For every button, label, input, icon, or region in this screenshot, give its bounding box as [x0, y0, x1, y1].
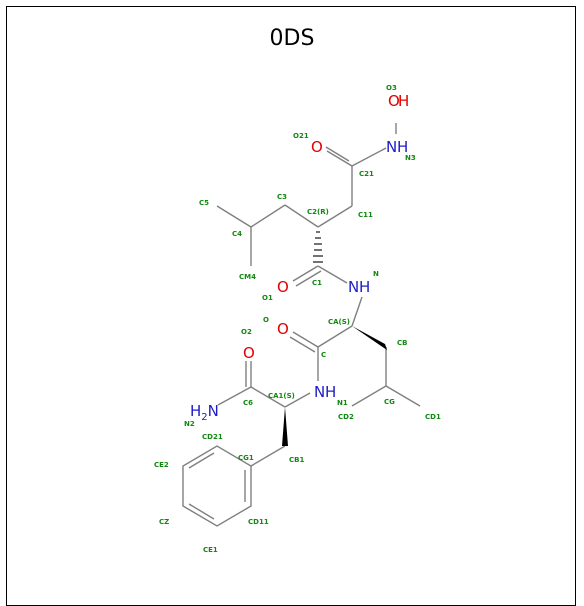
nh2-h: H	[190, 402, 201, 420]
label-n1: N1	[337, 399, 348, 407]
label-cas: CA(S)	[328, 318, 350, 326]
wedge-ca-cb	[352, 326, 387, 350]
label-n: N	[373, 270, 379, 278]
label-c: C	[321, 351, 326, 359]
bond-n-ca	[351, 296, 363, 327]
atom-o-top: O	[388, 92, 400, 110]
bond-cg-cd1	[385, 385, 421, 407]
bond-cg-cd2	[351, 385, 387, 407]
stereo-bonds	[282, 231, 387, 446]
atom-n-top: N	[386, 138, 397, 156]
atom-labels: O3 O21 N3 C21 C5 C3 C2(R) C11 C4 CM4 C1 …	[154, 84, 441, 554]
bond-c11-c2	[317, 205, 353, 228]
atom-h-mid: H	[359, 278, 370, 296]
nh2-subscript: 2	[201, 412, 207, 423]
label-cd11: CD11	[248, 518, 269, 526]
atom-o-c1: O	[277, 278, 289, 296]
ring-double-3	[188, 452, 215, 469]
label-c11: C11	[358, 211, 373, 219]
label-cd21: CD21	[202, 433, 223, 441]
label-cg: CG	[384, 398, 395, 406]
bond-c-o-a	[292, 331, 319, 348]
label-n2: N2	[184, 420, 195, 428]
label-c1: C1	[312, 279, 322, 287]
label-n3: N3	[405, 154, 416, 162]
label-cd2: CD2	[338, 413, 354, 421]
atom-o-c: O	[277, 320, 289, 338]
label-c21: C21	[359, 170, 374, 178]
label-c6: C6	[243, 399, 253, 407]
atom-h-top: H	[398, 92, 409, 110]
atom-n-low: N	[314, 383, 325, 401]
molecule-title: 0DS	[269, 26, 315, 51]
diagram-frame	[6, 6, 576, 606]
label-c3: C3	[277, 193, 287, 201]
bond-c21-o21-a	[326, 150, 353, 167]
label-o: O	[263, 316, 269, 324]
bond-ca1-c6	[250, 386, 286, 408]
label-c4: C4	[232, 230, 242, 238]
benzene-ring	[182, 445, 252, 527]
label-cb: CB	[397, 339, 407, 347]
bond-c1-o1-a	[292, 265, 319, 282]
bond-n1-ca1	[284, 392, 311, 408]
label-o1: O1	[262, 294, 273, 302]
label-o2: O2	[241, 328, 252, 336]
bond-c4-c5	[216, 205, 252, 228]
bond-c1-o1-b	[295, 270, 322, 287]
heteroatoms: O H N H O O N H O O N H H2N	[190, 92, 409, 423]
bond-lines	[182, 123, 421, 527]
bond-c21-o21-b	[325, 146, 350, 162]
label-cd1: CD1	[425, 413, 441, 421]
bond-c-o-b	[289, 336, 316, 353]
label-cm4: CM4	[239, 273, 256, 281]
bond-c6-n2	[217, 386, 252, 406]
ring-double-2	[188, 503, 215, 520]
bond-ca-c	[317, 325, 353, 348]
molecule-structure: O H N H O O N H O O N H H2N O3 O21 N3 C2…	[154, 84, 441, 554]
label-cz: CZ	[159, 518, 169, 526]
label-ca1s: CA1(S)	[268, 392, 295, 400]
label-o21: O21	[293, 132, 309, 140]
atom-o-c21: O	[311, 138, 323, 156]
bond-c3-c4	[250, 204, 286, 228]
atom-h-n3: H	[397, 138, 408, 156]
bond-c21-n3	[351, 147, 387, 167]
nh2-n: N	[208, 402, 219, 420]
label-cb1: CB1	[289, 456, 304, 464]
bond-c1-n	[317, 265, 348, 284]
label-c5: C5	[199, 199, 209, 207]
atom-h-low: H	[325, 383, 336, 401]
atom-nh2: H2N	[190, 402, 219, 423]
wedge-ca1-cb1	[282, 407, 288, 446]
label-cg1: CG1	[238, 454, 254, 462]
atom-o-c6: O	[243, 344, 255, 362]
bond-cb1-cg1	[250, 445, 286, 467]
label-o3: O3	[386, 84, 397, 92]
bond-c2-c3	[284, 204, 319, 228]
label-ce2: CE2	[154, 461, 169, 469]
label-c2r: C2(R)	[307, 208, 329, 216]
label-ce1: CE1	[203, 546, 218, 554]
atom-n-mid: N	[348, 278, 359, 296]
